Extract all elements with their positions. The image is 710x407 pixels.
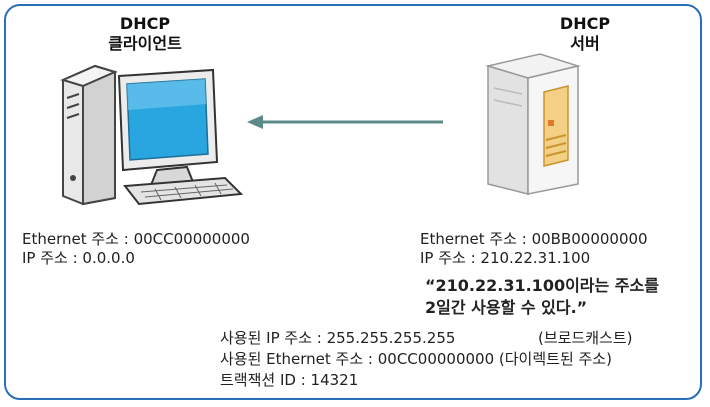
client-computer-icon — [60, 64, 244, 206]
transaction-id: 트랙잭션 ID : 14321 — [220, 371, 359, 389]
client-title-line2: 클라이언트 — [108, 34, 182, 53]
server-title-line2: 서버 — [570, 34, 600, 53]
client-ethernet-address: Ethernet 주소 : 00CC00000000 — [22, 230, 250, 248]
server-ip-address: IP 주소 : 210.22.31.100 — [420, 249, 591, 267]
offer-quote-line1: “210.22.31.100이라는 주소를 — [425, 276, 659, 295]
server-title-line1: DHCP — [559, 14, 611, 33]
used-ip-note: (브로드캐스트) — [538, 329, 633, 347]
server-title: DHCP 서버 — [545, 14, 625, 54]
server-ethernet-address: Ethernet 주소 : 00BB00000000 — [420, 230, 648, 248]
offer-arrow — [247, 115, 443, 129]
offer-quote-line2: 2일간 사용할 수 있다.” — [425, 298, 588, 317]
used-ethernet-address: 사용된 Ethernet 주소 : 00CC00000000 (다이렉트된 주소… — [220, 350, 612, 368]
diagram-frame — [4, 4, 702, 400]
server-icon — [485, 53, 581, 195]
used-ip-address: 사용된 IP 주소 : 255.255.255.255 — [220, 329, 456, 347]
client-title: DHCP 클라이언트 — [90, 14, 200, 54]
client-ip-address: IP 주소 : 0.0.0.0 — [22, 249, 135, 267]
client-title-line1: DHCP — [119, 14, 171, 33]
